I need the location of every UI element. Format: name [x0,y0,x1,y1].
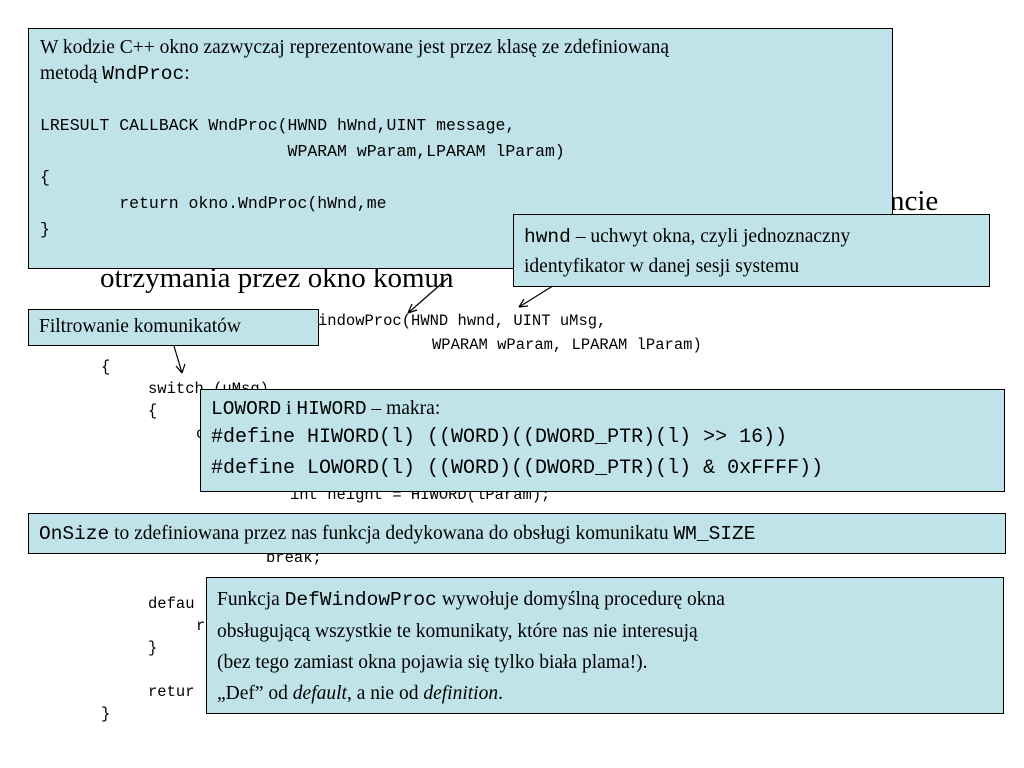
code-line-return: retur [148,683,195,701]
wndproc-code-3: { [40,168,50,187]
code-line-close-outer: } [101,705,111,723]
macros-term-loword: LOWORD [211,398,282,420]
arrow-hwnd-icon [407,277,449,314]
wndproc-blank [40,87,892,113]
macros-heading: LOWORD i HIWORD – makra: [211,396,1004,422]
arrow-hwnd-right-icon [518,283,557,308]
macros-and: i [281,398,297,419]
onsize-message: WM_SIZE [673,523,756,545]
macros-define-loword: #define LOWORD(l) ((WORD)((DWORD_PTR)(l)… [211,457,824,480]
wndproc-method-name: WndProc [102,63,185,85]
onsize-term: OnSize [39,523,110,545]
code-line-switch-brace: { [148,402,158,420]
onsize-line: OnSize to zdefiniowana przez nas funkcja… [39,521,1005,547]
def-definition: definition [423,683,499,704]
wndproc-code-4: return okno.WndProc(hWnd,me [40,194,387,213]
defwindowproc-term: DefWindowProc [284,589,437,611]
hwnd-text-2: identyfikator w danej sesji systemu [524,256,800,277]
defwindowproc-line-1: Funkcja DefWindowProc wywołuje domyślną … [217,584,1003,616]
def-a: „Def” od [217,683,293,704]
callout-wndproc: W kodzie C++ okno zazwyczaj reprezentowa… [28,28,893,269]
wndproc-code-2: WPARAM wParam,LPARAM lParam) [40,142,565,161]
defwindowproc-prefix: Funkcja [217,589,285,610]
hwnd-text-1: – uchwyt okna, czyli jednoznaczny [570,226,851,247]
callout-defwindowproc: Funkcja DefWindowProc wywołuje domyślną … [206,577,1004,714]
wndproc-lead-2: metodą WndProc: [40,61,892,87]
code-line-default: defau [148,595,195,613]
callout-onsize: OnSize to zdefiniowana przez nas funkcja… [28,513,1006,554]
defwindowproc-line-4: „Def” od default, a nie od definition. [217,678,1003,709]
code-line-signature-1: indowProc(HWND hwnd, UINT uMsg, [318,312,607,330]
defwindowproc-line-2: obsługującą wszystkie te komunikaty, któ… [217,621,698,642]
def-default: default [292,683,347,704]
code-line-open-brace: { [101,358,111,376]
hwnd-line-1: hwnd – uchwyt okna, czyli jednoznaczny [524,222,989,252]
code-line-close-inner: } [148,639,158,657]
defwindowproc-line-3: (bez tego zamiast okna pojawia się tylko… [217,652,648,673]
wndproc-metoda: metodą [40,63,103,84]
macros-suffix: – makra: [366,398,441,419]
macros-term-hiword: HIWORD [296,398,367,420]
hwnd-term: hwnd [524,226,571,248]
callout-filter: Filtrowanie komunikatów [28,309,319,346]
defwindowproc-line-1-rest: wywołuje domyślną procedurę okna [436,589,725,610]
def-c: , a nie od [346,683,424,704]
filter-text: Filtrowanie komunikatów [39,316,242,337]
wndproc-lead: W kodzie C++ okno zazwyczaj reprezentowa… [40,37,670,58]
title-fragment-top-right: ncie [890,185,939,217]
callout-hwnd: hwnd – uchwyt okna, czyli jednoznaczny i… [513,214,990,287]
code-line-signature-2: WPARAM wParam, LPARAM lParam) [432,336,702,354]
macros-define-hiword: #define HIWORD(l) ((WORD)((DWORD_PTR)(l)… [211,426,788,449]
def-e: . [498,683,503,704]
callout-macros: LOWORD i HIWORD – makra: #define HIWORD(… [200,389,1005,492]
wndproc-code-1: LRESULT CALLBACK WndProc(HWND hWnd,UINT … [40,116,516,135]
wndproc-colon: : [184,63,190,84]
arrow-filter-icon [173,345,186,374]
wndproc-code-5: } [40,220,50,239]
onsize-text: to zdefiniowana przez nas funkcja dedyko… [109,523,674,544]
code-line-return-fragment: r [196,617,206,635]
